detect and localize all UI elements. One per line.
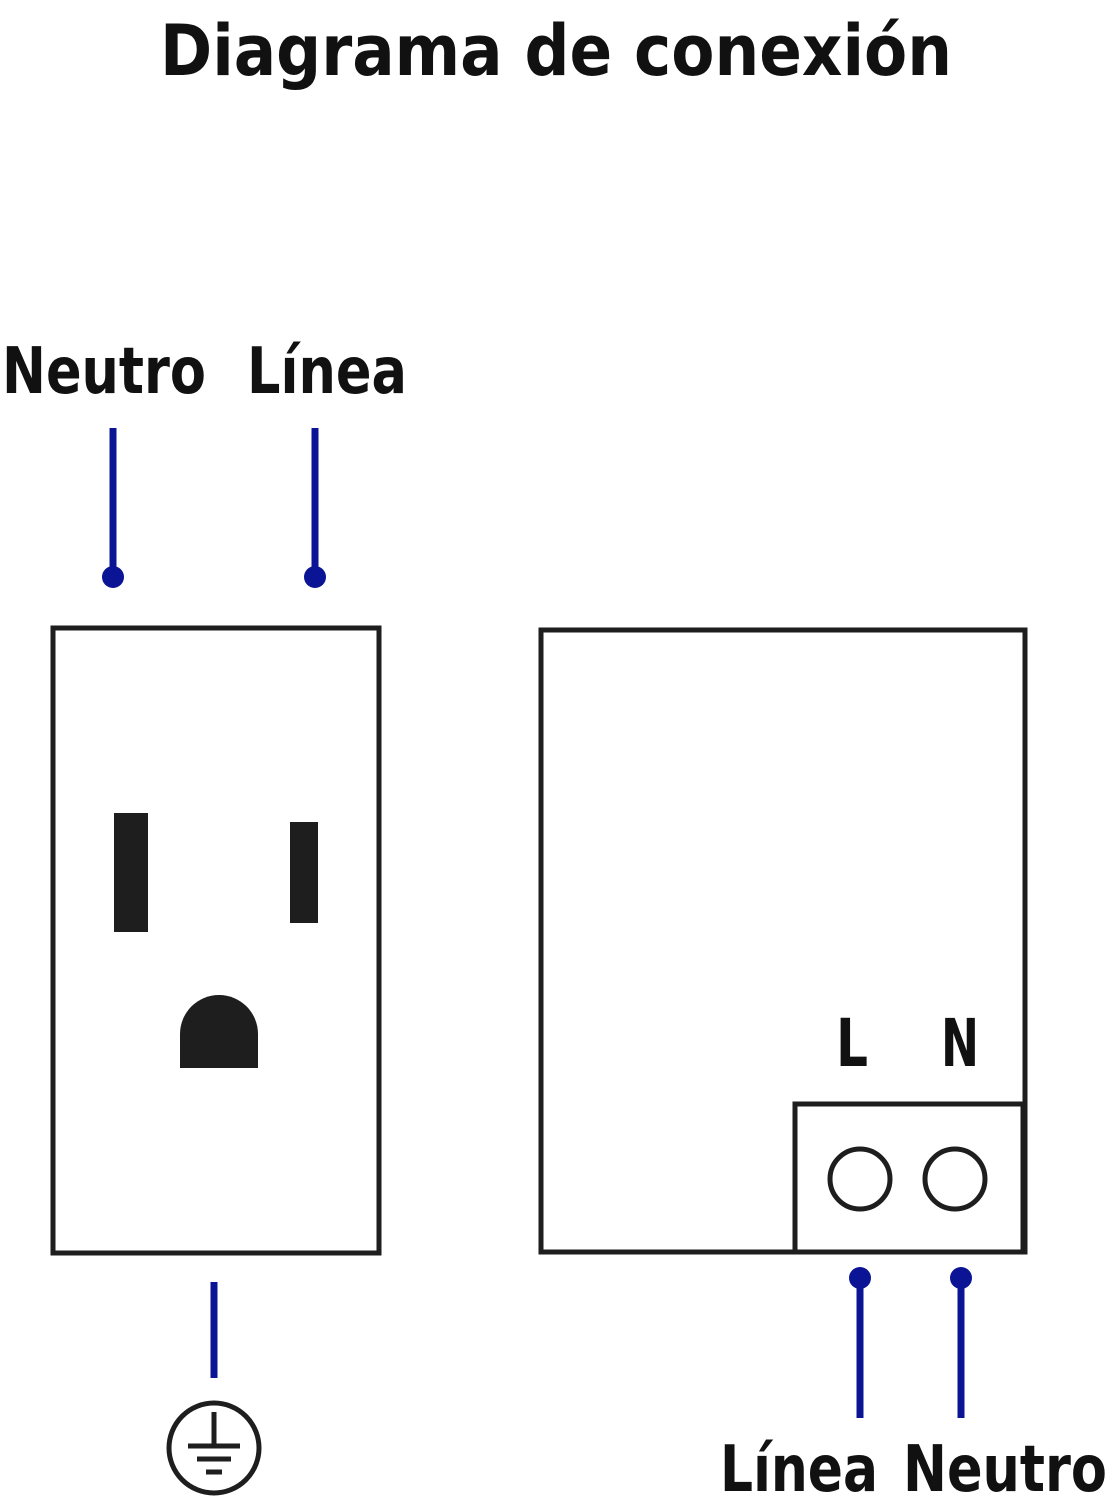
outlet-neutral-label: Neutro [2, 335, 206, 409]
outlet-line-label: Línea [247, 335, 407, 409]
outlet-neutral-slot [114, 813, 148, 932]
terminal-n-label: N [941, 1005, 979, 1082]
device-body [538, 627, 1028, 1255]
device-neutral-wire [950, 1267, 972, 1418]
outlet-neutral-wire [102, 428, 124, 588]
outlet-ground-slot [180, 995, 258, 1068]
outlet-body [50, 625, 382, 1256]
terminal-l-screw [827, 1146, 893, 1212]
device-line-wire [849, 1267, 871, 1418]
device-line-label: Línea [720, 1433, 878, 1500]
outlet-line-slot [290, 822, 318, 923]
terminal-n-screw [922, 1146, 988, 1212]
outlet-line-wire [304, 428, 326, 588]
diagram-title: Diagrama de conexión [160, 10, 952, 92]
terminal-l-label: L [836, 1005, 868, 1082]
terminal-block [792, 1101, 1026, 1255]
device-neutral-label: Neutro [903, 1433, 1107, 1500]
ground-icon [166, 1400, 262, 1496]
